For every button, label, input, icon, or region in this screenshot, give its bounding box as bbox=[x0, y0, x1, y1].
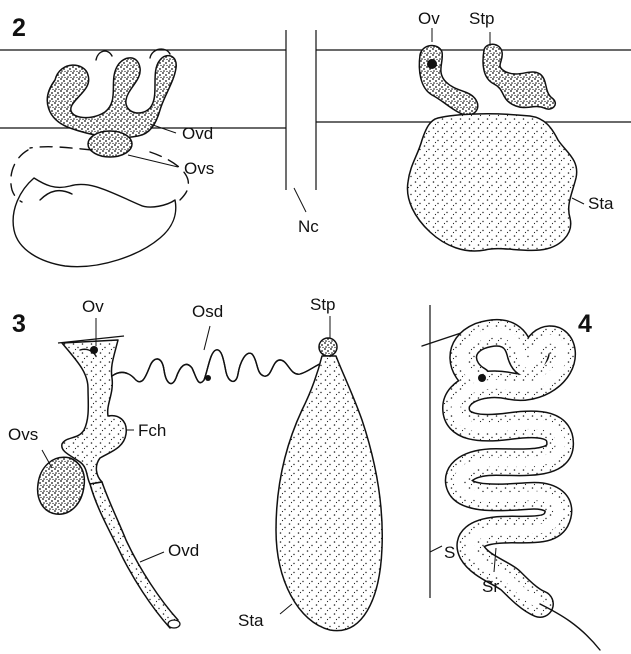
right-ovary-dot bbox=[427, 59, 437, 69]
oviduct-end bbox=[168, 620, 180, 628]
outlined-organ-detail bbox=[40, 191, 72, 200]
left-duct-stub-a bbox=[96, 51, 112, 60]
label-sta-fig3: Sta bbox=[238, 611, 264, 630]
dashed-outline-left bbox=[11, 150, 28, 202]
ovary-dot-fig3 bbox=[90, 346, 98, 354]
left-oviduct-loops bbox=[47, 56, 176, 138]
spermatheca-pore-knob bbox=[319, 338, 337, 356]
leader-sta-right bbox=[572, 198, 584, 204]
figure-3: 3 Ov Osd Stp Ovs Fch Ovd Sta bbox=[8, 295, 382, 631]
label-fch: Fch bbox=[138, 421, 166, 440]
label-ov-fig3: Ov bbox=[82, 297, 104, 316]
figure-3-number: 3 bbox=[12, 310, 26, 338]
dashed-outline-top bbox=[30, 147, 92, 150]
figure-2: 2 Ovd Ovs Nc Ov bbox=[0, 9, 631, 267]
label-ovs-fig2: Ovs bbox=[184, 159, 214, 178]
label-s: S bbox=[444, 543, 455, 562]
leader-nc bbox=[294, 188, 306, 212]
leader-ovd-fig3 bbox=[140, 552, 164, 562]
label-ovd-fig2: Ovd bbox=[182, 124, 213, 143]
label-ovd-fig3: Ovd bbox=[168, 541, 199, 560]
label-sr: Sr bbox=[482, 577, 499, 596]
label-nc: Nc bbox=[298, 217, 319, 236]
leader-sta-fig3 bbox=[280, 604, 292, 614]
figure-4-number: 4 bbox=[578, 310, 592, 338]
leader-s bbox=[430, 546, 442, 552]
label-ov-fig2: Ov bbox=[418, 9, 440, 28]
dashed-outline-right bbox=[150, 152, 188, 200]
oviduct-fig3 bbox=[90, 482, 178, 628]
ovisac-fig3 bbox=[38, 457, 85, 514]
left-ovisac bbox=[88, 131, 132, 157]
spermatheca-sac-fig3 bbox=[276, 356, 382, 631]
leader-osd bbox=[204, 326, 210, 350]
right-ovary-stalk bbox=[419, 46, 477, 116]
tube-dot bbox=[478, 374, 486, 382]
label-osd: Osd bbox=[192, 302, 223, 321]
label-ovs-fig3: Ovs bbox=[8, 425, 38, 444]
oviduct-coil-lumen bbox=[112, 350, 324, 384]
right-duct-loop bbox=[483, 44, 555, 109]
figure-4: 4 S Sr bbox=[422, 305, 600, 650]
label-sta-fig2: Sta bbox=[588, 194, 614, 213]
figure-2-number: 2 bbox=[12, 14, 26, 42]
label-stp-fig3: Stp bbox=[310, 295, 336, 314]
label-stp-fig2: Stp bbox=[469, 9, 495, 28]
outlined-organ bbox=[13, 178, 176, 267]
right-spermatheca bbox=[407, 114, 576, 251]
coil-dot bbox=[205, 375, 211, 381]
